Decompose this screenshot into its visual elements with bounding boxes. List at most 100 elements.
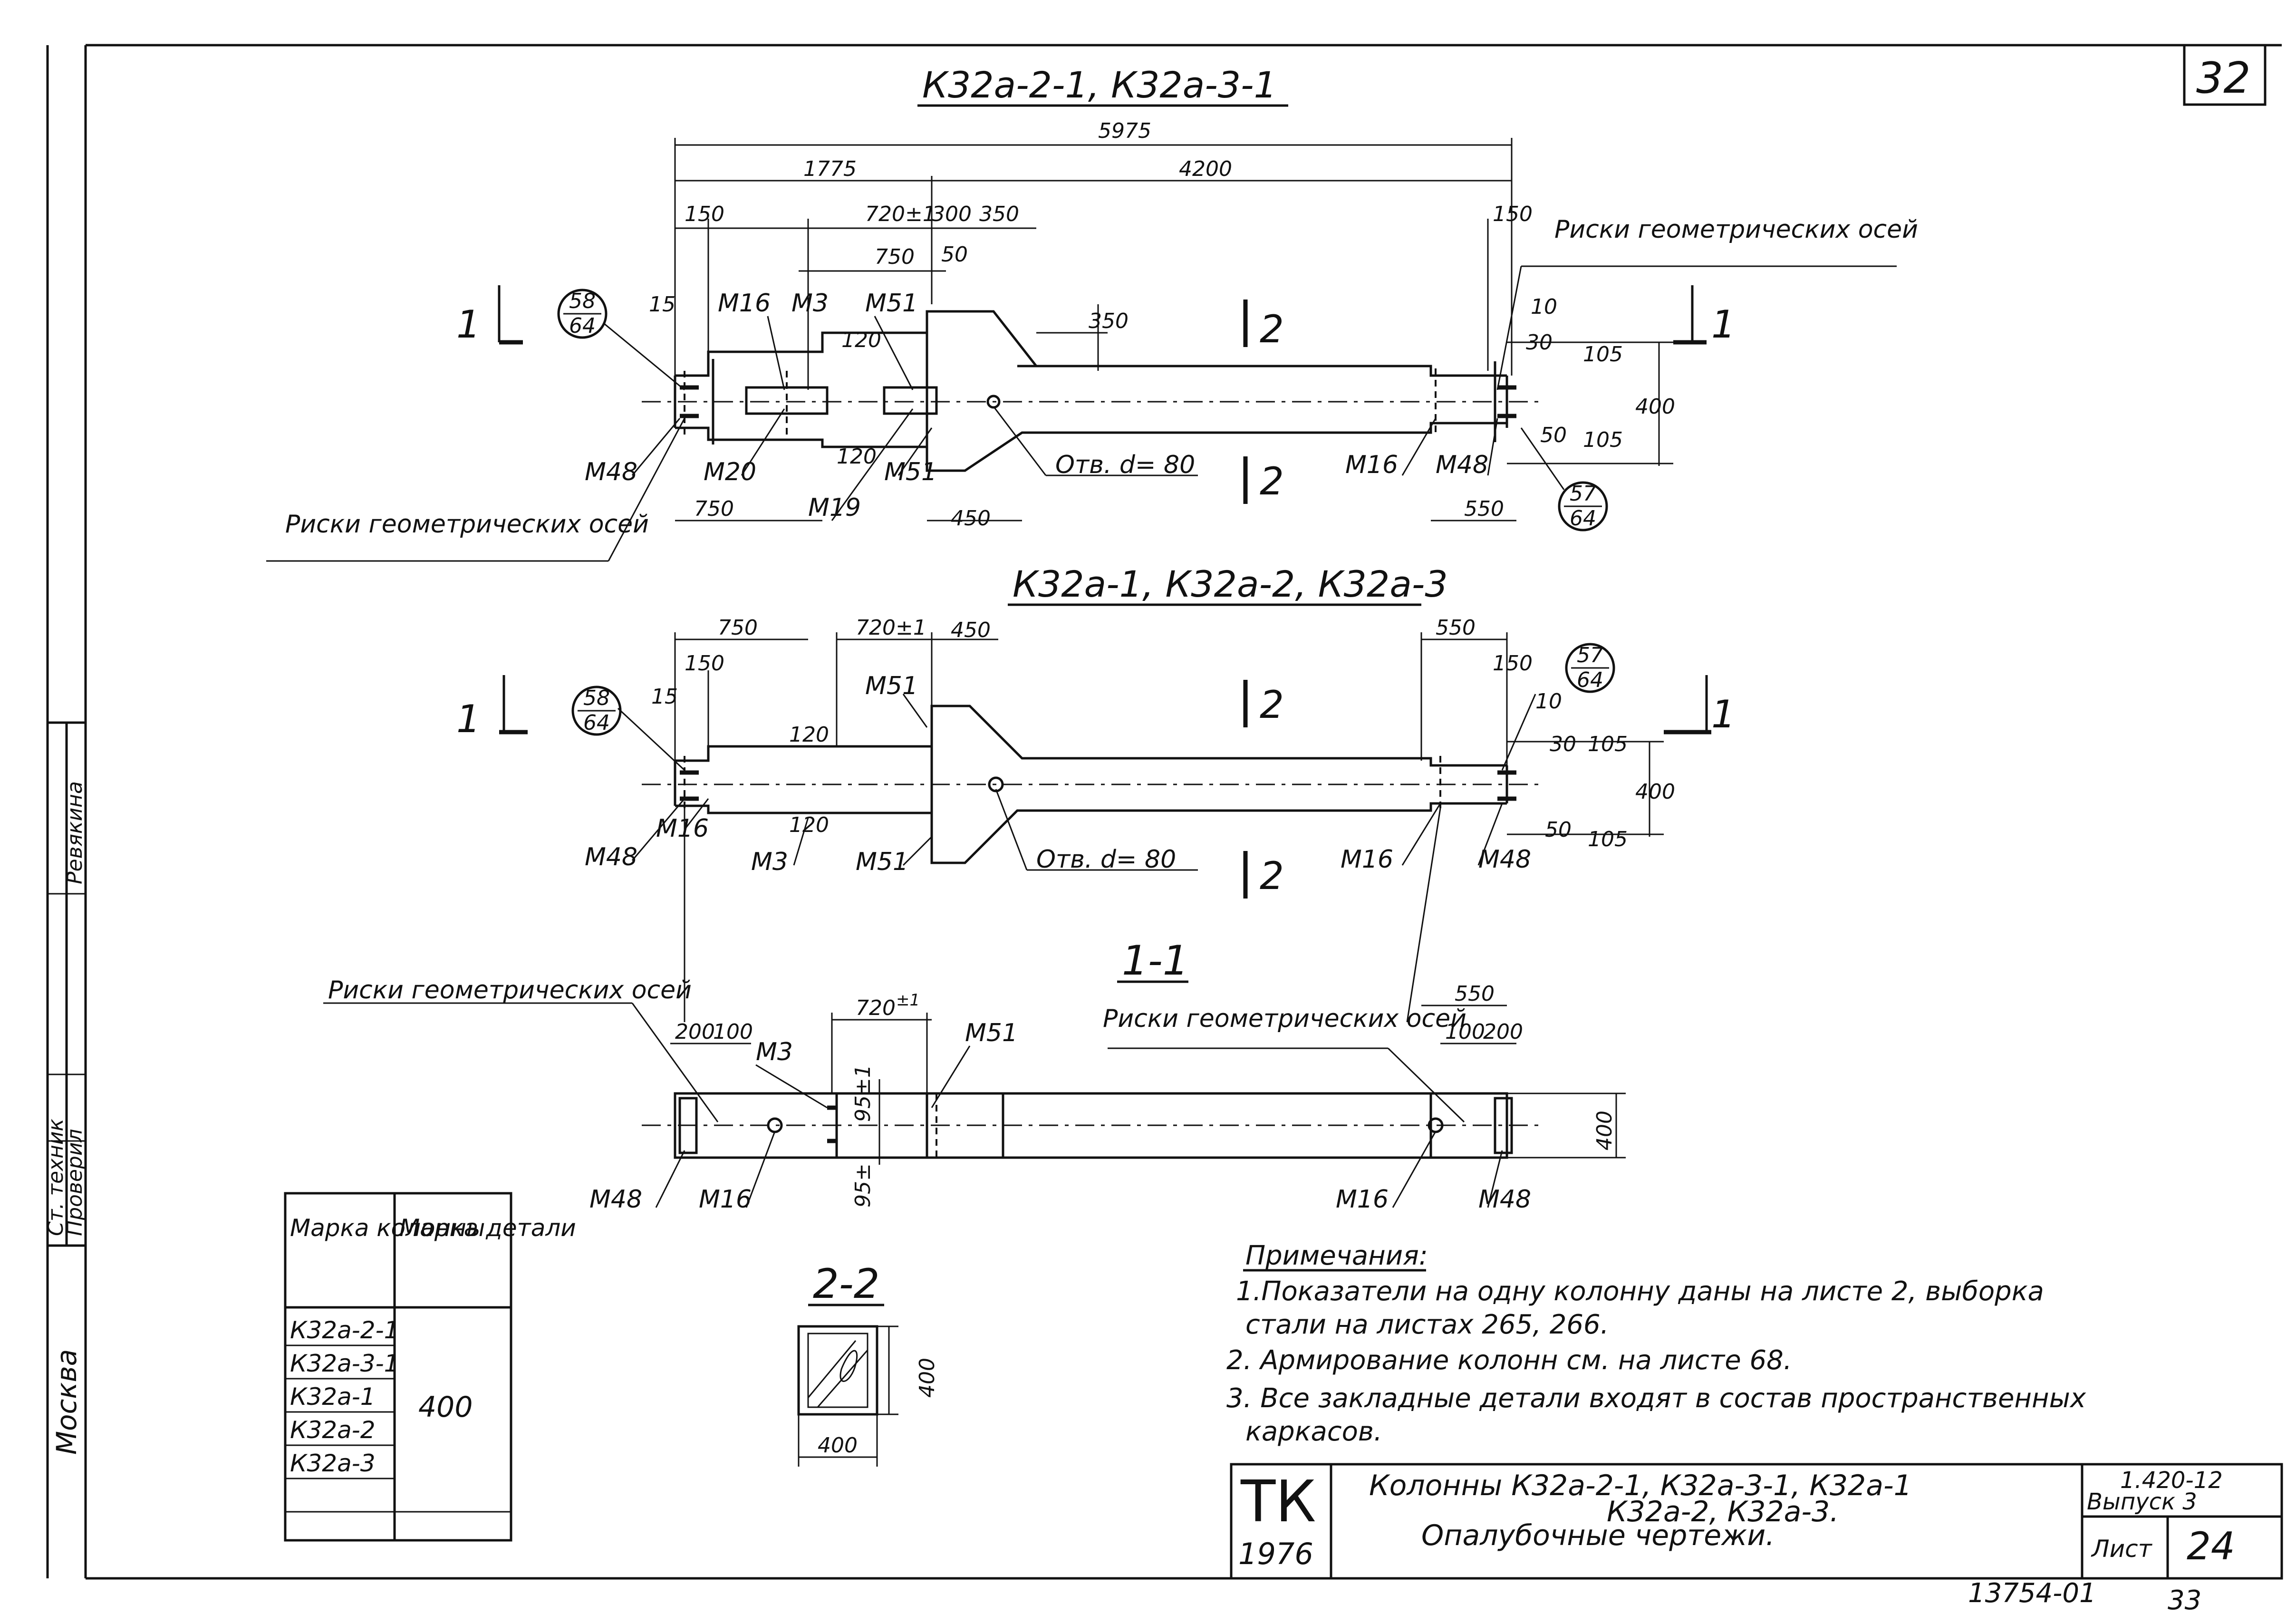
v1-callout-right-top: 57	[1570, 482, 1596, 506]
v1-risk-top: Риски геометрических осей	[1554, 215, 1918, 244]
v2-mark-m3: М3	[751, 848, 788, 876]
v3-dim-400: 400	[1592, 1111, 1617, 1150]
marks-table	[284, 1192, 512, 1542]
section22-title: 2-2	[813, 1260, 879, 1308]
v2-section-2-top: 2	[1260, 683, 1284, 727]
v2-mark-m48-left: М48	[585, 843, 637, 871]
view2-title: К32а-1, К32а-2, К32а-3	[1013, 563, 1448, 605]
notes-heading: Примечания:	[1245, 1240, 1428, 1271]
v2-dim-10: 10	[1535, 689, 1562, 714]
v1-dim-120-bottom: 120	[837, 445, 877, 469]
view2-leaders	[617, 694, 1536, 1023]
v1-mark-m19: М19	[808, 493, 861, 522]
v2-callout-right-bottom: 64	[1577, 668, 1603, 692]
v1-callout-left-bottom: 64	[569, 314, 596, 338]
table-col1-row5: К32а-3	[290, 1450, 376, 1477]
table-col2-value: 400	[418, 1391, 473, 1424]
notes-line-4: 3. Все закладные детали входят в состав …	[1226, 1383, 2086, 1414]
v1-mark-m48-right: М48	[1436, 451, 1488, 479]
v1-dim-350: 350	[979, 202, 1019, 226]
v1-dim-150-right: 150	[1493, 202, 1533, 226]
view1-leaders	[266, 265, 1897, 562]
title-org: ТК	[1240, 1469, 1316, 1535]
v1-dim-30-top: 30	[1526, 330, 1553, 355]
table-col1-row4: К32а-2	[290, 1416, 376, 1444]
v1-section-1-right: 1	[1711, 302, 1736, 347]
stamp-role1: Ст. техник	[44, 1119, 68, 1236]
view3-column	[642, 1092, 1540, 1159]
title-name-line3: Опалубочные чертежи.	[1421, 1519, 1775, 1552]
view3-leaders	[323, 1002, 1503, 1208]
v2-mark-m51-top: М51	[865, 672, 918, 700]
v1-dim-550: 550	[1464, 497, 1504, 521]
v1-mark-m48-left: М48	[585, 458, 637, 486]
stamp-city: Москва	[50, 1349, 83, 1455]
notes-line-1: 1.Показатели на одну колонну даны на лис…	[1236, 1276, 2044, 1307]
view3-dimension-lines	[670, 1005, 1626, 1165]
title-name-line1: Колонны К32а-2-1, К32а-3-1, К32а-1	[1369, 1469, 1912, 1502]
v1-dim-450: 450	[951, 506, 991, 531]
v2-callout-left	[571, 686, 622, 736]
v1-dim-300: 300	[932, 202, 972, 226]
v2-dim-150-left: 150	[685, 651, 724, 676]
v1-mark-m16-top: М16	[718, 289, 771, 318]
table-header-col2-text: Марка детали	[399, 1214, 576, 1242]
v3-dim-200-right: 200	[1483, 1020, 1523, 1044]
v1-dim-720: 720±1	[865, 202, 936, 226]
footer-code: 13754-01	[1968, 1578, 2096, 1609]
v1-callout-right	[1558, 481, 1608, 532]
title-issue: Выпуск 3	[2087, 1488, 2197, 1515]
view1-title: К32а-2-1, К32а-3-1	[922, 64, 1277, 106]
v1-dim-120-top: 120	[841, 328, 881, 352]
v1-section-1-left: 1	[456, 302, 481, 347]
v1-dim-105-top: 105	[1583, 342, 1623, 367]
v2-callout-left-bottom: 64	[583, 711, 610, 735]
v2-dim-30: 30	[1550, 732, 1576, 756]
v1-dim-750-top: 750	[875, 245, 915, 269]
v1-risk-bottom: Риски геометрических осей	[285, 510, 649, 539]
v1-mark-m51-bottom: М51	[884, 458, 937, 486]
v3-mark-m16-left: М16	[699, 1185, 752, 1214]
v2-dim-150-right: 150	[1493, 651, 1533, 676]
v1-section-2-bottom: 2	[1260, 459, 1284, 503]
v3-dim-720-sup: ±1	[896, 991, 920, 1010]
v2-callout-right	[1565, 643, 1615, 693]
v1-section-markers	[498, 285, 1707, 504]
v3-dim-95-bottom: 95±	[851, 1163, 875, 1208]
v3-dim-95-top: 95±1	[851, 1064, 875, 1122]
notes-line-3: 2. Армирование колонн см. на листе 68.	[1226, 1345, 1792, 1376]
v3-mark-m48-left: М48	[589, 1185, 642, 1214]
v2-callout-left-top: 58	[583, 686, 610, 710]
v1-dim-350-v: 350	[1089, 309, 1129, 333]
title-sheet-no: 24	[2187, 1524, 2235, 1568]
v1-dim-left: 1775	[803, 157, 857, 181]
v3-mark-m51: М51	[965, 1019, 1018, 1047]
v2-dim-50: 50	[1545, 818, 1572, 842]
side-stamp	[46, 721, 87, 1247]
v1-dim-total: 5975	[1098, 119, 1151, 143]
table-col1-row2: К32а-3-1	[290, 1350, 399, 1377]
v2-dim-105-bottom: 105	[1588, 827, 1628, 851]
v1-callout-left	[557, 289, 608, 339]
v1-dim-50-top: 50	[941, 242, 968, 267]
v3-dim-100-right: 100	[1445, 1020, 1485, 1044]
v3-dim-550: 550	[1455, 982, 1495, 1006]
v3-mark-m3: М3	[756, 1038, 793, 1066]
section22-dim-400-v: 400	[915, 1358, 939, 1398]
v2-dim-750: 750	[718, 616, 758, 640]
v2-dim-120-top: 120	[789, 723, 829, 747]
title-series: 1.420-12	[2120, 1467, 2223, 1494]
view2-column	[642, 705, 1540, 864]
v1-mark-m51-top: М51	[865, 289, 918, 318]
view2-dimension-lines	[674, 632, 1664, 837]
v1-dim-150-left: 150	[685, 202, 724, 226]
v1-mark-hole: Отв. d= 80	[1055, 451, 1195, 479]
v1-section-2-top: 2	[1260, 307, 1284, 351]
v1-mark-m16-right: М16	[1345, 451, 1398, 479]
stamp-person: Ревякина	[63, 781, 87, 884]
v1-callout-left-top: 58	[569, 289, 596, 313]
table-col1-row3: К32а-1	[290, 1383, 376, 1411]
v2-callout-right-top: 57	[1577, 643, 1603, 667]
title-block	[1230, 1463, 2283, 1580]
